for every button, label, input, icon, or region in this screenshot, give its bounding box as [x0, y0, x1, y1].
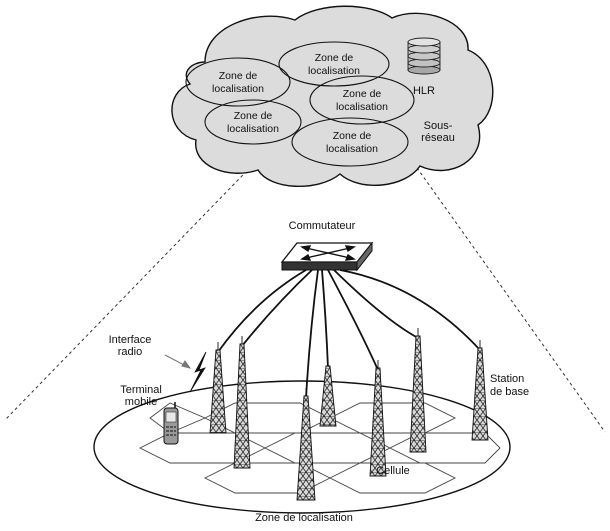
terminal-label: Terminal	[120, 384, 162, 396]
base-station-tower	[471, 340, 489, 441]
projection-line-right	[409, 157, 606, 433]
location-zone-ellipse	[185, 57, 291, 107]
base-station-tower	[233, 336, 251, 469]
location-zone-label: localisation	[336, 101, 388, 113]
location-zone-label: Zone de	[219, 70, 258, 82]
link-line	[321, 269, 329, 369]
cell-hexagon	[328, 462, 457, 494]
link-line	[333, 269, 419, 339]
link-line	[241, 269, 313, 347]
location-zone-label: Zone de	[234, 110, 273, 122]
location-zone-ellipse	[278, 41, 390, 87]
switch-links	[217, 269, 481, 399]
radio-signal-icon	[189, 351, 207, 393]
cell-hexagon	[149, 402, 207, 434]
cloud-shape	[171, 5, 494, 187]
projection-line-left	[4, 144, 273, 421]
link-line	[217, 269, 307, 353]
projection-lines	[4, 144, 606, 433]
subnet-label: réseau	[421, 132, 455, 144]
radio-interface-label: Interface	[109, 334, 152, 346]
hlr-label: HLR	[413, 85, 435, 97]
location-zone-ellipse	[291, 117, 409, 167]
base-station-tower	[296, 388, 316, 501]
cell-label: Cellule	[376, 465, 410, 477]
subnet-label: Sous-	[424, 120, 453, 132]
mobile-phone-icon	[163, 402, 179, 445]
location-zone-label: localisation	[308, 65, 360, 77]
base-station-tower	[319, 358, 337, 427]
switch-label: Commutateur	[289, 220, 356, 232]
location-zone-ground-label: Zone de localisation	[255, 512, 353, 524]
link-line	[305, 269, 319, 399]
cell-hexagon	[328, 402, 457, 434]
interface-pointer	[164, 354, 192, 369]
link-line	[327, 269, 379, 371]
location-zone-label: Zone de	[315, 52, 354, 64]
location-zone-label: localisation	[227, 123, 279, 135]
location-zone-label: Zone de	[333, 130, 372, 142]
subnetwork-cloud: Zone de localisation Zone de localisatio…	[171, 5, 494, 187]
base-stations	[209, 328, 489, 501]
location-zones	[185, 41, 415, 167]
link-line	[339, 269, 481, 351]
switch-icon	[280, 241, 374, 272]
location-zone-label: localisation	[326, 143, 378, 155]
hlr-database-icon	[407, 37, 441, 75]
location-zone-label: localisation	[212, 83, 264, 95]
location-zone-ellipse	[204, 99, 302, 145]
location-zone-ellipse	[309, 75, 415, 125]
radio-interface-label: radio	[118, 346, 142, 358]
base-station-tower	[369, 360, 387, 477]
location-zone-label: Zone de	[343, 88, 382, 100]
location-zone-labels: Zone de localisation Zone de localisatio…	[212, 52, 388, 155]
base-station-tower	[409, 328, 427, 453]
terminal-label: mobile	[125, 396, 157, 408]
base-station-label: de base	[490, 386, 529, 398]
base-station-tower	[209, 342, 227, 434]
base-station-label: Station	[490, 373, 524, 385]
